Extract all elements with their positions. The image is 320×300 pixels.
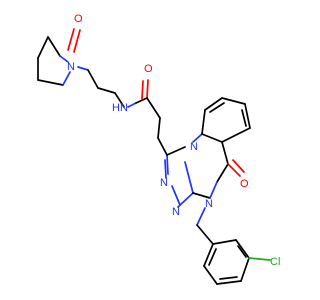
triazole-ring — [164, 146, 211, 208]
quinazolinone-core — [192, 133, 245, 199]
amide-group — [127, 79, 168, 156]
pyrrolidinone-ring — [37, 28, 81, 86]
propyl-chain — [77, 66, 125, 108]
atom-label-h-amide: H — [112, 102, 120, 114]
atom-label-o-amide: O — [144, 63, 153, 75]
atom-label-o-pyrrolidinone: O — [74, 13, 83, 25]
atom-label-cl: Cl — [270, 256, 280, 268]
structure-canvas: O N N H O N N N N O Cl — [37, 13, 280, 285]
atom-label-n-fused: N — [205, 198, 213, 210]
atom-label-n-pyrrolidinone: N — [67, 61, 75, 73]
atom-label-n-triazole-1: N — [160, 177, 168, 189]
molecule-diagram: O N N H O N N N N O Cl — [37, 13, 280, 285]
atom-label-n-quinazoline: N — [190, 141, 198, 153]
chlorobenzyl-group — [196, 207, 271, 285]
atom-label-o-quinazolinone: O — [240, 178, 249, 190]
atom-label-n-amide: N — [120, 102, 128, 114]
atom-label-n-triazole-2: N — [172, 206, 180, 218]
benzene-ring-fused — [201, 97, 251, 143]
